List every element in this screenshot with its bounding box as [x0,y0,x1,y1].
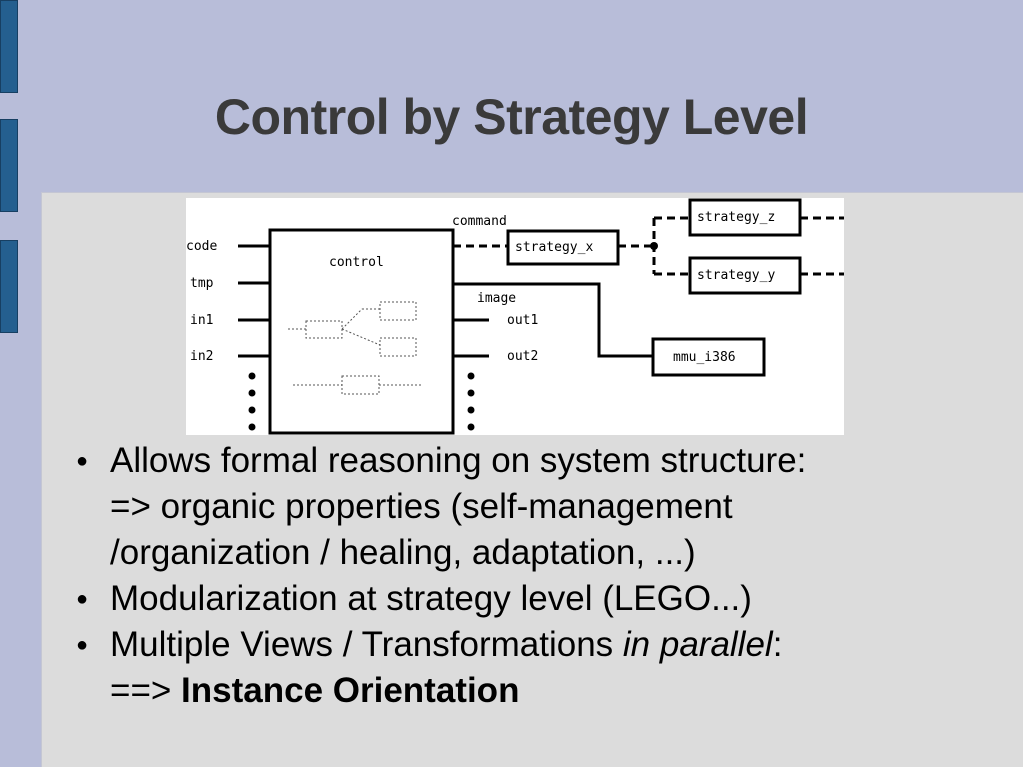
bullet-item-2: ● Modularization at strategy level (LEGO… [72,576,1002,622]
control-inner-sketch [288,301,423,395]
right-dot-column [467,372,475,431]
side-tab-2 [0,119,18,212]
input-label-in2: in2 [190,349,213,364]
bullet-2-line-1: Modularization at strategy level (LEGO..… [110,579,752,618]
side-tab-1 [0,0,18,93]
bullet-dot-icon: ● [76,588,89,610]
strategy-z-box [688,198,802,237]
bullet-3-suffix: : [772,625,783,664]
command-label: command [452,214,507,229]
bullet-3-line-1: Multiple Views / Transformations in para… [110,622,1002,668]
bullet-3-italic: in parallel [622,625,773,664]
image-label: image [477,291,516,306]
input-label-code: code [186,239,217,254]
bullet-3-arrow: ==> [110,671,182,710]
strategy-diagram: code tmp in1 in2 control command strateg… [186,198,844,435]
bullet-3-prefix: Multiple Views / Transformations [110,625,623,664]
image-line [453,282,653,358]
strategy-y-label: strategy_y [697,268,775,283]
strategy-z-label: strategy_z [697,210,775,225]
bullet-3-bold: Instance Orientation [181,671,520,710]
input-label-in1: in1 [190,313,213,328]
output-label-out2: out2 [507,349,538,364]
mmu-box [651,337,766,377]
side-tab-3 [0,240,18,333]
bullet-1-line-3: /organization / healing, adaptation, ...… [110,533,696,572]
bullet-dot-icon: ● [76,634,89,656]
control-box [268,228,455,435]
bullet-item-3: ● Multiple Views / Transformations in pa… [72,622,1002,714]
input-label-tmp: tmp [190,276,214,291]
bullet-dot-icon: ● [76,450,89,472]
output-label-out1: out1 [507,313,538,328]
bullet-1-line-2: => organic properties (self-management [110,487,733,526]
bullet-1-line-1: Allows formal reasoning on system struct… [110,441,807,480]
bullet-item-1: ● Allows formal reasoning on system stru… [72,438,1002,576]
strategy-y-box [688,256,802,295]
slide-title: Control by Strategy Level [214,89,809,145]
left-dot-column [248,372,256,431]
bullet-3-line-2: ==> Instance Orientation [110,668,1002,714]
strategy-x-label: strategy_x [515,240,593,255]
bullet-list: ● Allows formal reasoning on system stru… [72,438,1002,714]
mmu-label: mmu_i386 [673,350,736,365]
control-label: control [329,255,384,270]
